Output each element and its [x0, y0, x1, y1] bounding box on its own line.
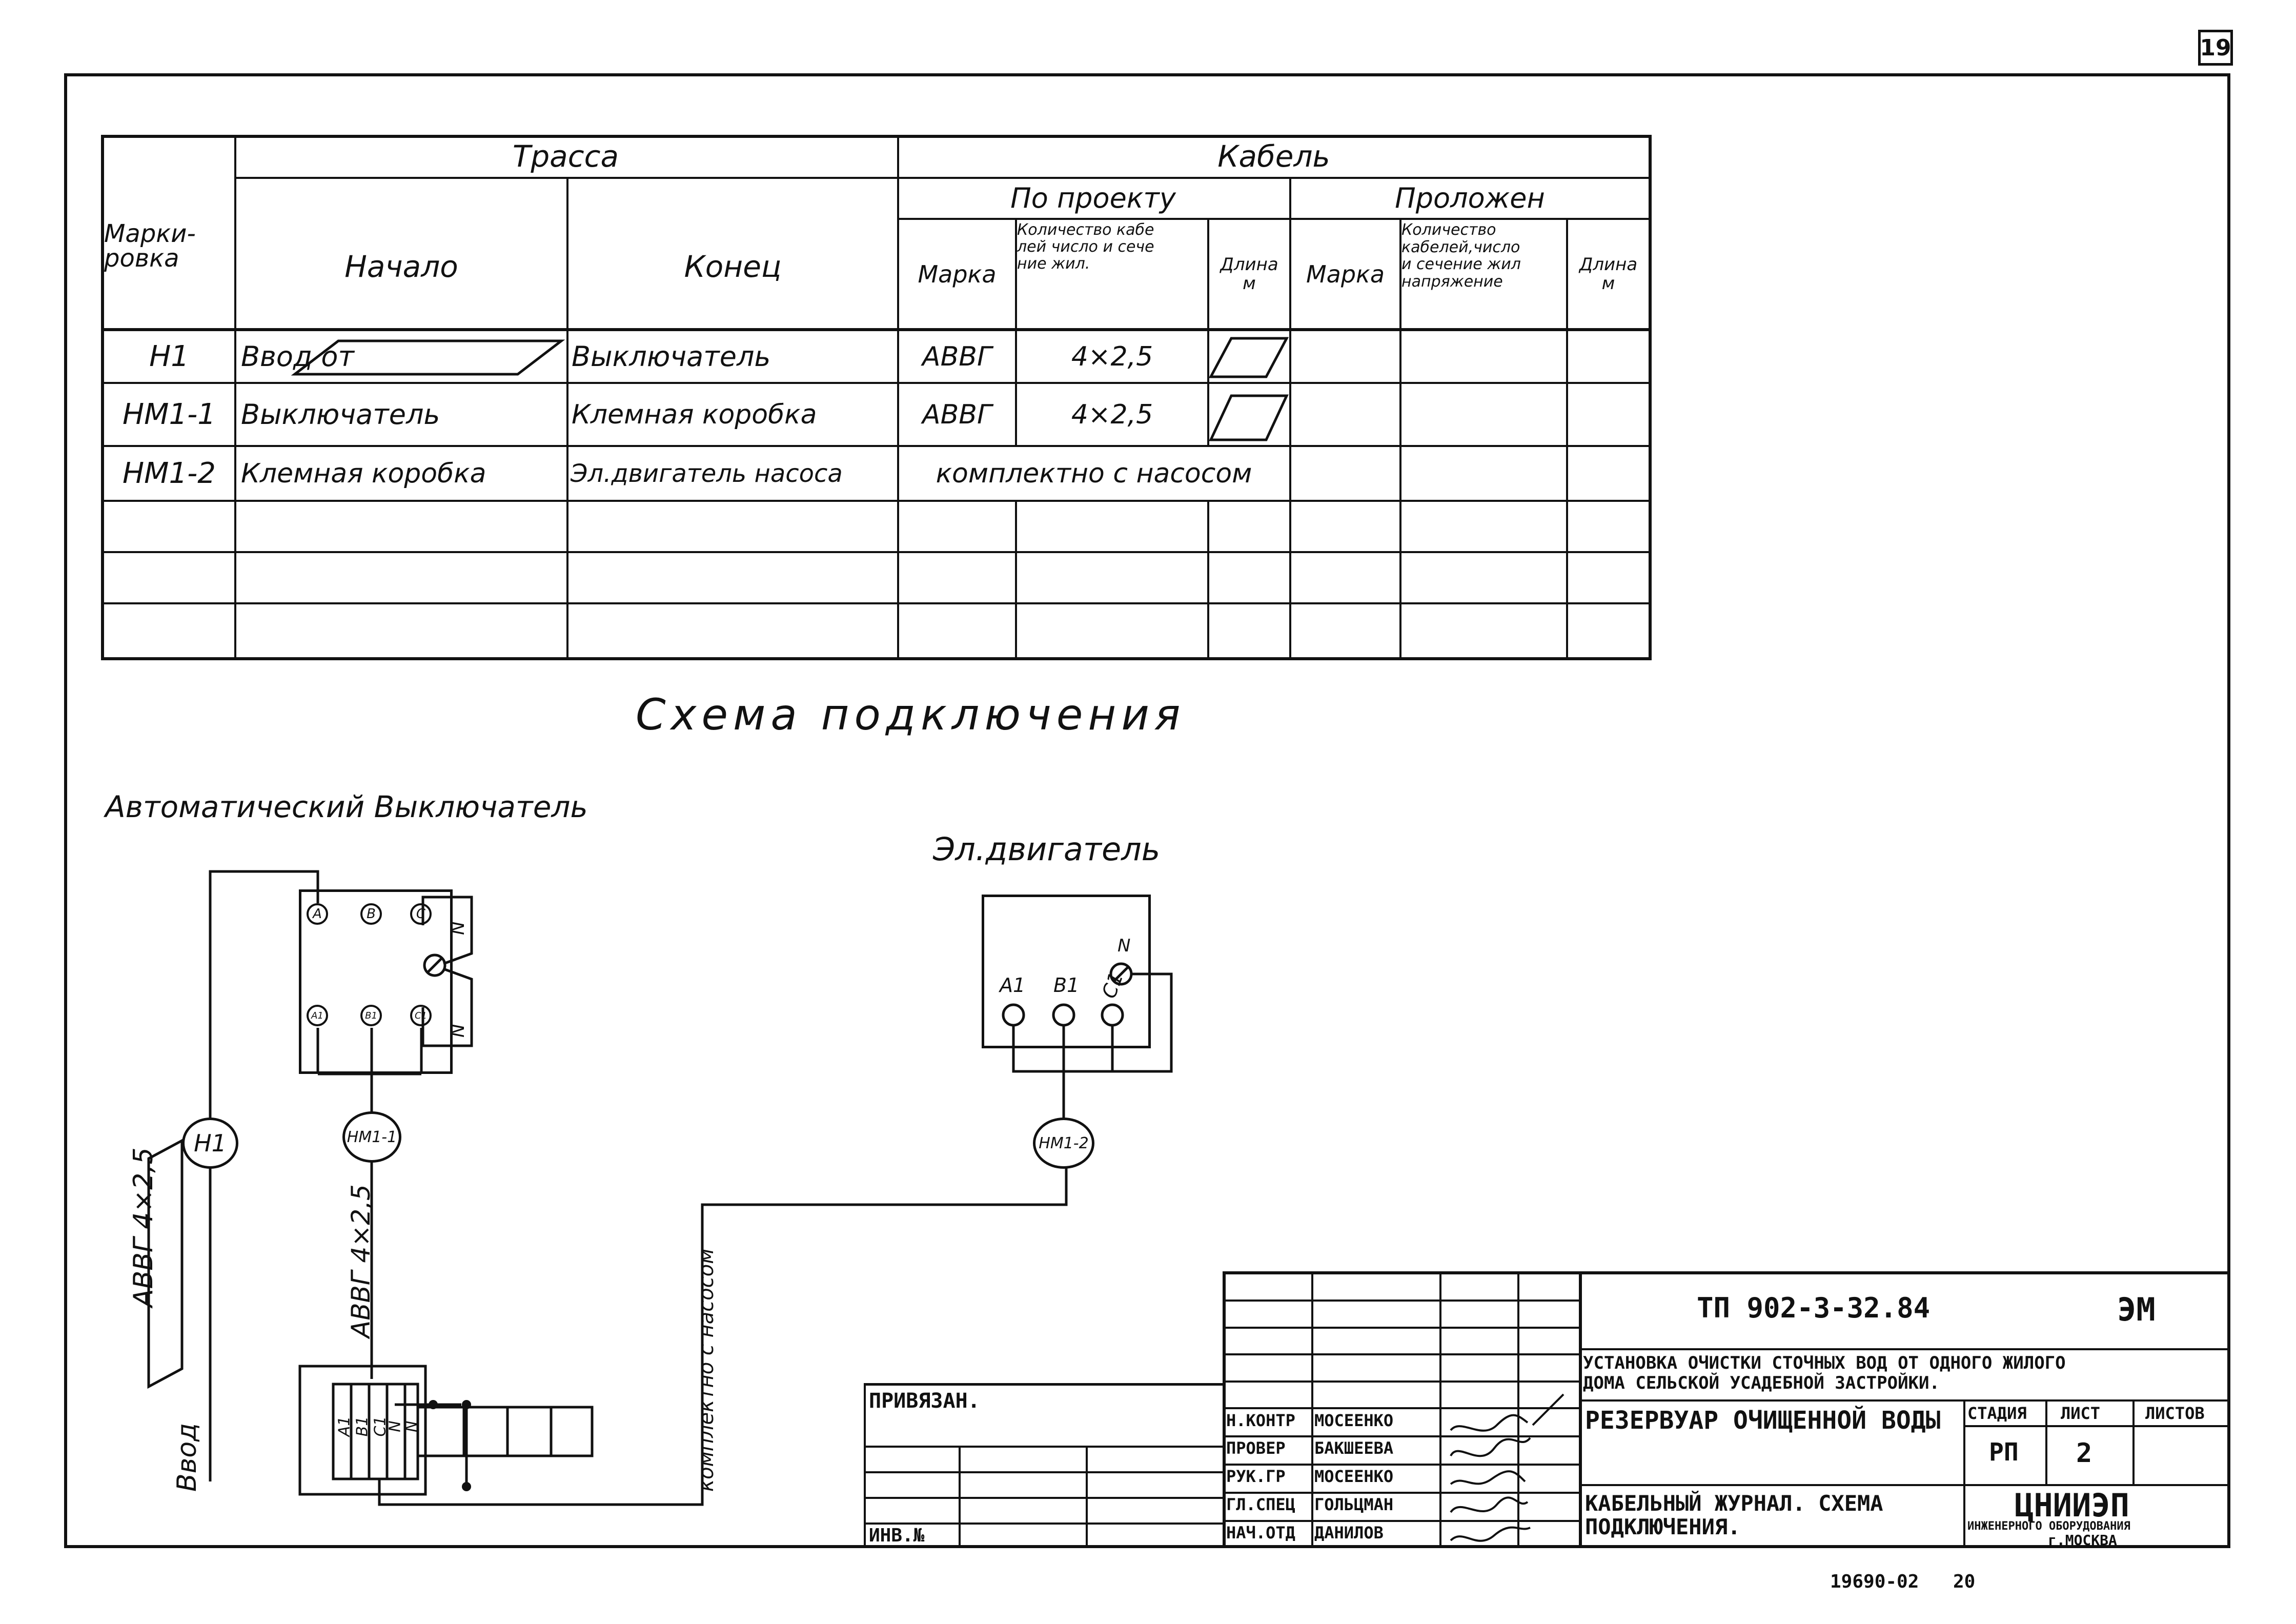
sig-role-2: ПРОВЕР: [1226, 1438, 1286, 1458]
electric-motor: [982, 895, 1151, 1048]
sig-name-5: ДАНИЛОВ: [1314, 1523, 1384, 1542]
row3-marking: НМ1-2: [123, 457, 216, 490]
drawing-name: КАБЕЛЬНЫЙ ЖУРНАЛ. СХЕМА ПОДКЛЮЧЕНИЯ.: [1585, 1491, 1883, 1540]
header-laid: Проложен: [1395, 181, 1545, 214]
breaker-terminal-c: C: [410, 903, 432, 925]
organization-subtitle: ИНЖЕНЕРНОГО ОБОРУДОВАНИЯ: [1967, 1520, 2130, 1533]
header-by-project: По проекту: [1010, 181, 1176, 214]
row1-marking: Н1: [149, 340, 189, 373]
sig-role-4: ГЛ.СПЕЦ: [1226, 1495, 1295, 1514]
node-hm1-2: НМ1-2: [1033, 1118, 1094, 1169]
organization-city: г.МОСКВА: [2048, 1532, 2117, 1549]
breaker-terminal-a1: A1: [307, 1005, 328, 1026]
row2-start: Выключатель: [241, 398, 440, 431]
sig-role-1: Н.КОНТР: [1226, 1411, 1295, 1430]
header-route: Трасса: [512, 139, 619, 174]
breaker-label: Автоматический Выключатель: [105, 789, 588, 824]
archive-number: 19690-02: [1830, 1571, 1919, 1592]
inventory-number-label: ИНВ.№: [869, 1525, 925, 1546]
header-end: Конец: [684, 249, 782, 284]
breaker-terminal-a: A: [307, 903, 328, 925]
row1-brand: АВВГ: [922, 341, 992, 372]
row1-end: Выключатель: [572, 340, 771, 373]
row2-brand: АВВГ: [922, 399, 992, 430]
sheet-header: ЛИСТ: [2061, 1404, 2101, 1423]
header-length-project: Длина м: [1220, 254, 1278, 294]
document-code: ТП 902-3-32.84: [1697, 1292, 1931, 1324]
motor-terminal-b1-label: B1: [1053, 974, 1080, 997]
header-brand-project: Марка: [918, 260, 997, 288]
sig-name-2: БАКШЕЕВА: [1314, 1438, 1394, 1458]
table-slash-marks: [291, 337, 1289, 441]
header-count-project: Количество кабе лей число и сече ние жил…: [1017, 221, 1154, 273]
header-start: Начало: [344, 249, 458, 284]
sig-role-5: НАЧ.ОТД: [1226, 1523, 1295, 1542]
header-marking: Марки- ровка: [104, 219, 196, 273]
header-brand-laid: Марка: [1306, 260, 1385, 288]
breaker-terminal-c1: C1: [410, 1005, 432, 1026]
motor-neutral-label: N: [1117, 936, 1131, 956]
project-title: УСТАНОВКА ОЧИСТКИ СТОЧНЫХ ВОД ОТ ОДНОГО …: [1583, 1353, 2066, 1394]
sig-name-3: МОСЕЕНКО: [1314, 1467, 1394, 1486]
archive-sheet: 20: [1953, 1571, 1976, 1592]
row3-start: Клемная коробка: [241, 458, 486, 489]
row2-end: Клемная коробка: [572, 399, 817, 430]
header-length-laid: Длина м: [1579, 254, 1638, 294]
sheets-header: ЛИСТОВ: [2145, 1404, 2205, 1423]
motor-terminal-a1-label: A1: [1000, 974, 1026, 997]
row1-start: Ввод от: [241, 340, 354, 373]
row1-count: 4×2,5: [1071, 341, 1153, 372]
privyazan-label: ПРИВЯЗАН.: [869, 1389, 980, 1413]
drawing-frame: [64, 73, 2230, 1548]
sheet-value: 2: [2076, 1438, 2092, 1469]
sig-name-4: ГОЛЬЦМАН: [1314, 1495, 1394, 1514]
stage-header: СТАДИЯ: [1967, 1404, 2027, 1423]
breaker-terminal-b: B: [360, 903, 382, 925]
header-count-laid: Количество кабелей,число и сечение жил н…: [1401, 221, 1521, 291]
page-number: 19: [2200, 34, 2231, 61]
sig-name-1: МОСЕЕНКО: [1314, 1411, 1394, 1430]
diagram-title: Схема подключения: [636, 689, 1186, 740]
object-name: РЕЗЕРВУАР ОЧИЩЕННОЙ ВОДЫ: [1585, 1406, 1941, 1435]
motor-label: Эл.двигатель: [933, 830, 1161, 868]
node-hm1-1: НМ1-1: [342, 1111, 401, 1163]
sig-role-3: РУК.ГР: [1226, 1467, 1286, 1486]
organization: ЦНИИЭП: [2015, 1487, 2129, 1524]
header-cable: Кабель: [1217, 139, 1330, 174]
row2-count: 4×2,5: [1071, 399, 1153, 430]
sheet-code: ЭМ: [2117, 1291, 2156, 1328]
stage-value: РП: [1989, 1438, 2019, 1467]
row3-end: Эл.двигатель насоса: [571, 459, 843, 488]
node-h1: Н1: [182, 1118, 238, 1169]
row3-merged-note: комплектно с насосом: [899, 447, 1289, 500]
row2-marking: НМ1-1: [123, 398, 216, 431]
breaker-terminal-b1: B1: [360, 1005, 382, 1026]
page-number-box: 19: [2198, 30, 2233, 66]
